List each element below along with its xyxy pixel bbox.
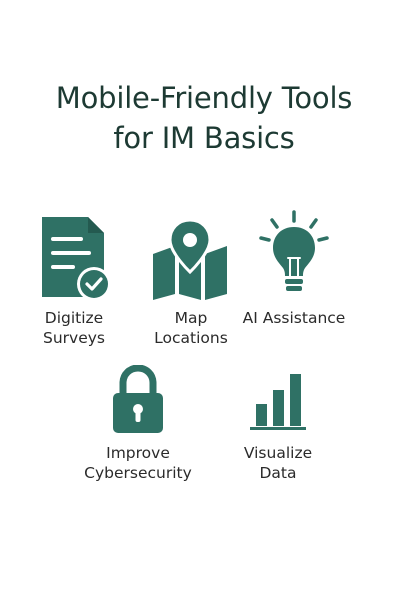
tool-ai-assistance: AI Assistance — [236, 210, 352, 340]
padlock-icon — [113, 365, 163, 433]
tool-label: Digitize Surveys — [43, 309, 105, 347]
page-title: Mobile-Friendly Tools for IM Basics — [0, 78, 408, 158]
tool-label: Improve Cybersecurity — [84, 444, 192, 482]
tool-improve-cybersecurity: Improve Cybersecurity — [82, 365, 194, 485]
lightbulb-icon — [259, 210, 329, 291]
tool-visualize-data: Visualize Data — [228, 370, 328, 485]
map-pin-icon — [153, 220, 227, 300]
tool-digitize-surveys: Digitize Surveys — [22, 215, 126, 350]
tool-map-locations: Map Locations — [140, 220, 242, 350]
document-check-icon — [42, 217, 111, 301]
tool-label: AI Assistance — [242, 309, 346, 327]
bar-chart-icon — [250, 374, 306, 430]
tool-label: Visualize Data — [243, 444, 313, 482]
tool-label: Map Locations — [154, 309, 228, 347]
page-title-line1: Mobile-Friendly Tools — [55, 81, 353, 115]
page-title-line2: for IM Basics — [113, 121, 295, 155]
